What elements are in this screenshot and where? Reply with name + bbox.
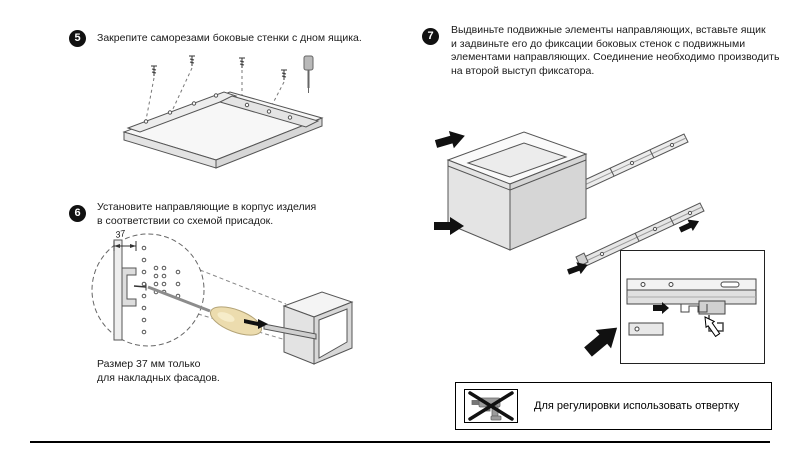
- step-7-illustration: [434, 130, 705, 275]
- screwdriver-icon: [147, 285, 263, 336]
- direction-arrow-icon: [244, 319, 268, 329]
- step-6-number: 6: [74, 207, 81, 219]
- text-line: Установите направляющие в корпус изделия: [97, 201, 317, 213]
- detail-circle: [91, 233, 205, 347]
- caption-line: Размер 37 мм только: [97, 358, 201, 370]
- direction-arrow-icon: [678, 219, 700, 233]
- fixator-pointer-arrow-icon: [704, 316, 721, 338]
- drawer-box: [446, 131, 588, 251]
- step-7-badge: 7: [422, 28, 439, 45]
- cabinet-panel-section: [113, 239, 123, 341]
- left-side-rail: [126, 91, 238, 133]
- step-7-number: 7: [427, 30, 434, 42]
- insertion-arrows: [434, 130, 700, 275]
- text-line: элементами направляющих. Соединение необ…: [451, 51, 780, 63]
- step-6-caption: Размер 37 мм только для накладных фасадо…: [97, 358, 220, 385]
- step-5-number: 5: [74, 32, 81, 44]
- detail-pointer-arrow: [584, 327, 618, 357]
- screw-icon: [151, 65, 157, 76]
- step-6-text: Установите направляющие в корпус изделия…: [97, 201, 316, 228]
- step-5-text: Закрепите саморезами боковые стенки с дн…: [97, 32, 362, 44]
- telescopic-slide-lower: [575, 202, 705, 267]
- lock-detail-illustration: [626, 278, 757, 338]
- screws: [151, 55, 287, 80]
- direction-arrow-icon: [584, 327, 618, 357]
- cross-out-x: [468, 391, 514, 421]
- side-bracket: [628, 322, 664, 336]
- dimension-37: 37: [113, 228, 137, 251]
- screw-icon: [133, 283, 147, 291]
- adjustment-note-box: Для регулировки использовать отвертку: [455, 382, 772, 430]
- step-6-badge: 6: [69, 205, 86, 222]
- text-line: Выдвиньте подвижные элементы направляющи…: [451, 24, 766, 36]
- direction-arrow-icon: [653, 302, 669, 314]
- step-5-illustration: [122, 55, 324, 169]
- note-text: Для регулировки использовать отвертку: [534, 400, 740, 412]
- slide-rail-profile: [121, 267, 137, 307]
- text-line: на второй выступ фиксатора.: [451, 64, 595, 77]
- screw-guide-lines: [145, 67, 285, 121]
- cabinet-illustration: [282, 291, 354, 365]
- screwdriver-bit-icon: [303, 55, 314, 93]
- footer-rule: [30, 441, 770, 443]
- fixator-teeth: [680, 304, 708, 313]
- direction-arrow-icon: [434, 217, 464, 235]
- right-side-rail: [218, 95, 320, 128]
- step-6-illustration: 37: [91, 228, 354, 365]
- step-5-badge: 5: [69, 30, 86, 47]
- text-line: в соответствии со схемой присадок.: [97, 214, 274, 227]
- screw-icon: [239, 57, 245, 68]
- no-drill-icon: [468, 391, 514, 421]
- dimension-label: 37: [114, 228, 127, 240]
- step-7-text: Выдвиньте подвижные элементы направляющи…: [451, 24, 779, 78]
- direction-arrow-icon: [434, 130, 465, 149]
- rail-closeup: [626, 278, 757, 315]
- text-line: и задвиньте его до фиксации боковых стен…: [451, 37, 746, 50]
- lock-detail-box: [620, 250, 765, 364]
- drawer-bottom-panel: [122, 91, 324, 169]
- screw-icon: [189, 55, 195, 66]
- screw-icon: [281, 69, 287, 80]
- no-drill-icon-box: [464, 389, 518, 423]
- rail-being-inserted: [263, 323, 317, 340]
- caption-line: для накладных фасадов.: [97, 371, 220, 384]
- direction-arrow-icon: [567, 262, 588, 275]
